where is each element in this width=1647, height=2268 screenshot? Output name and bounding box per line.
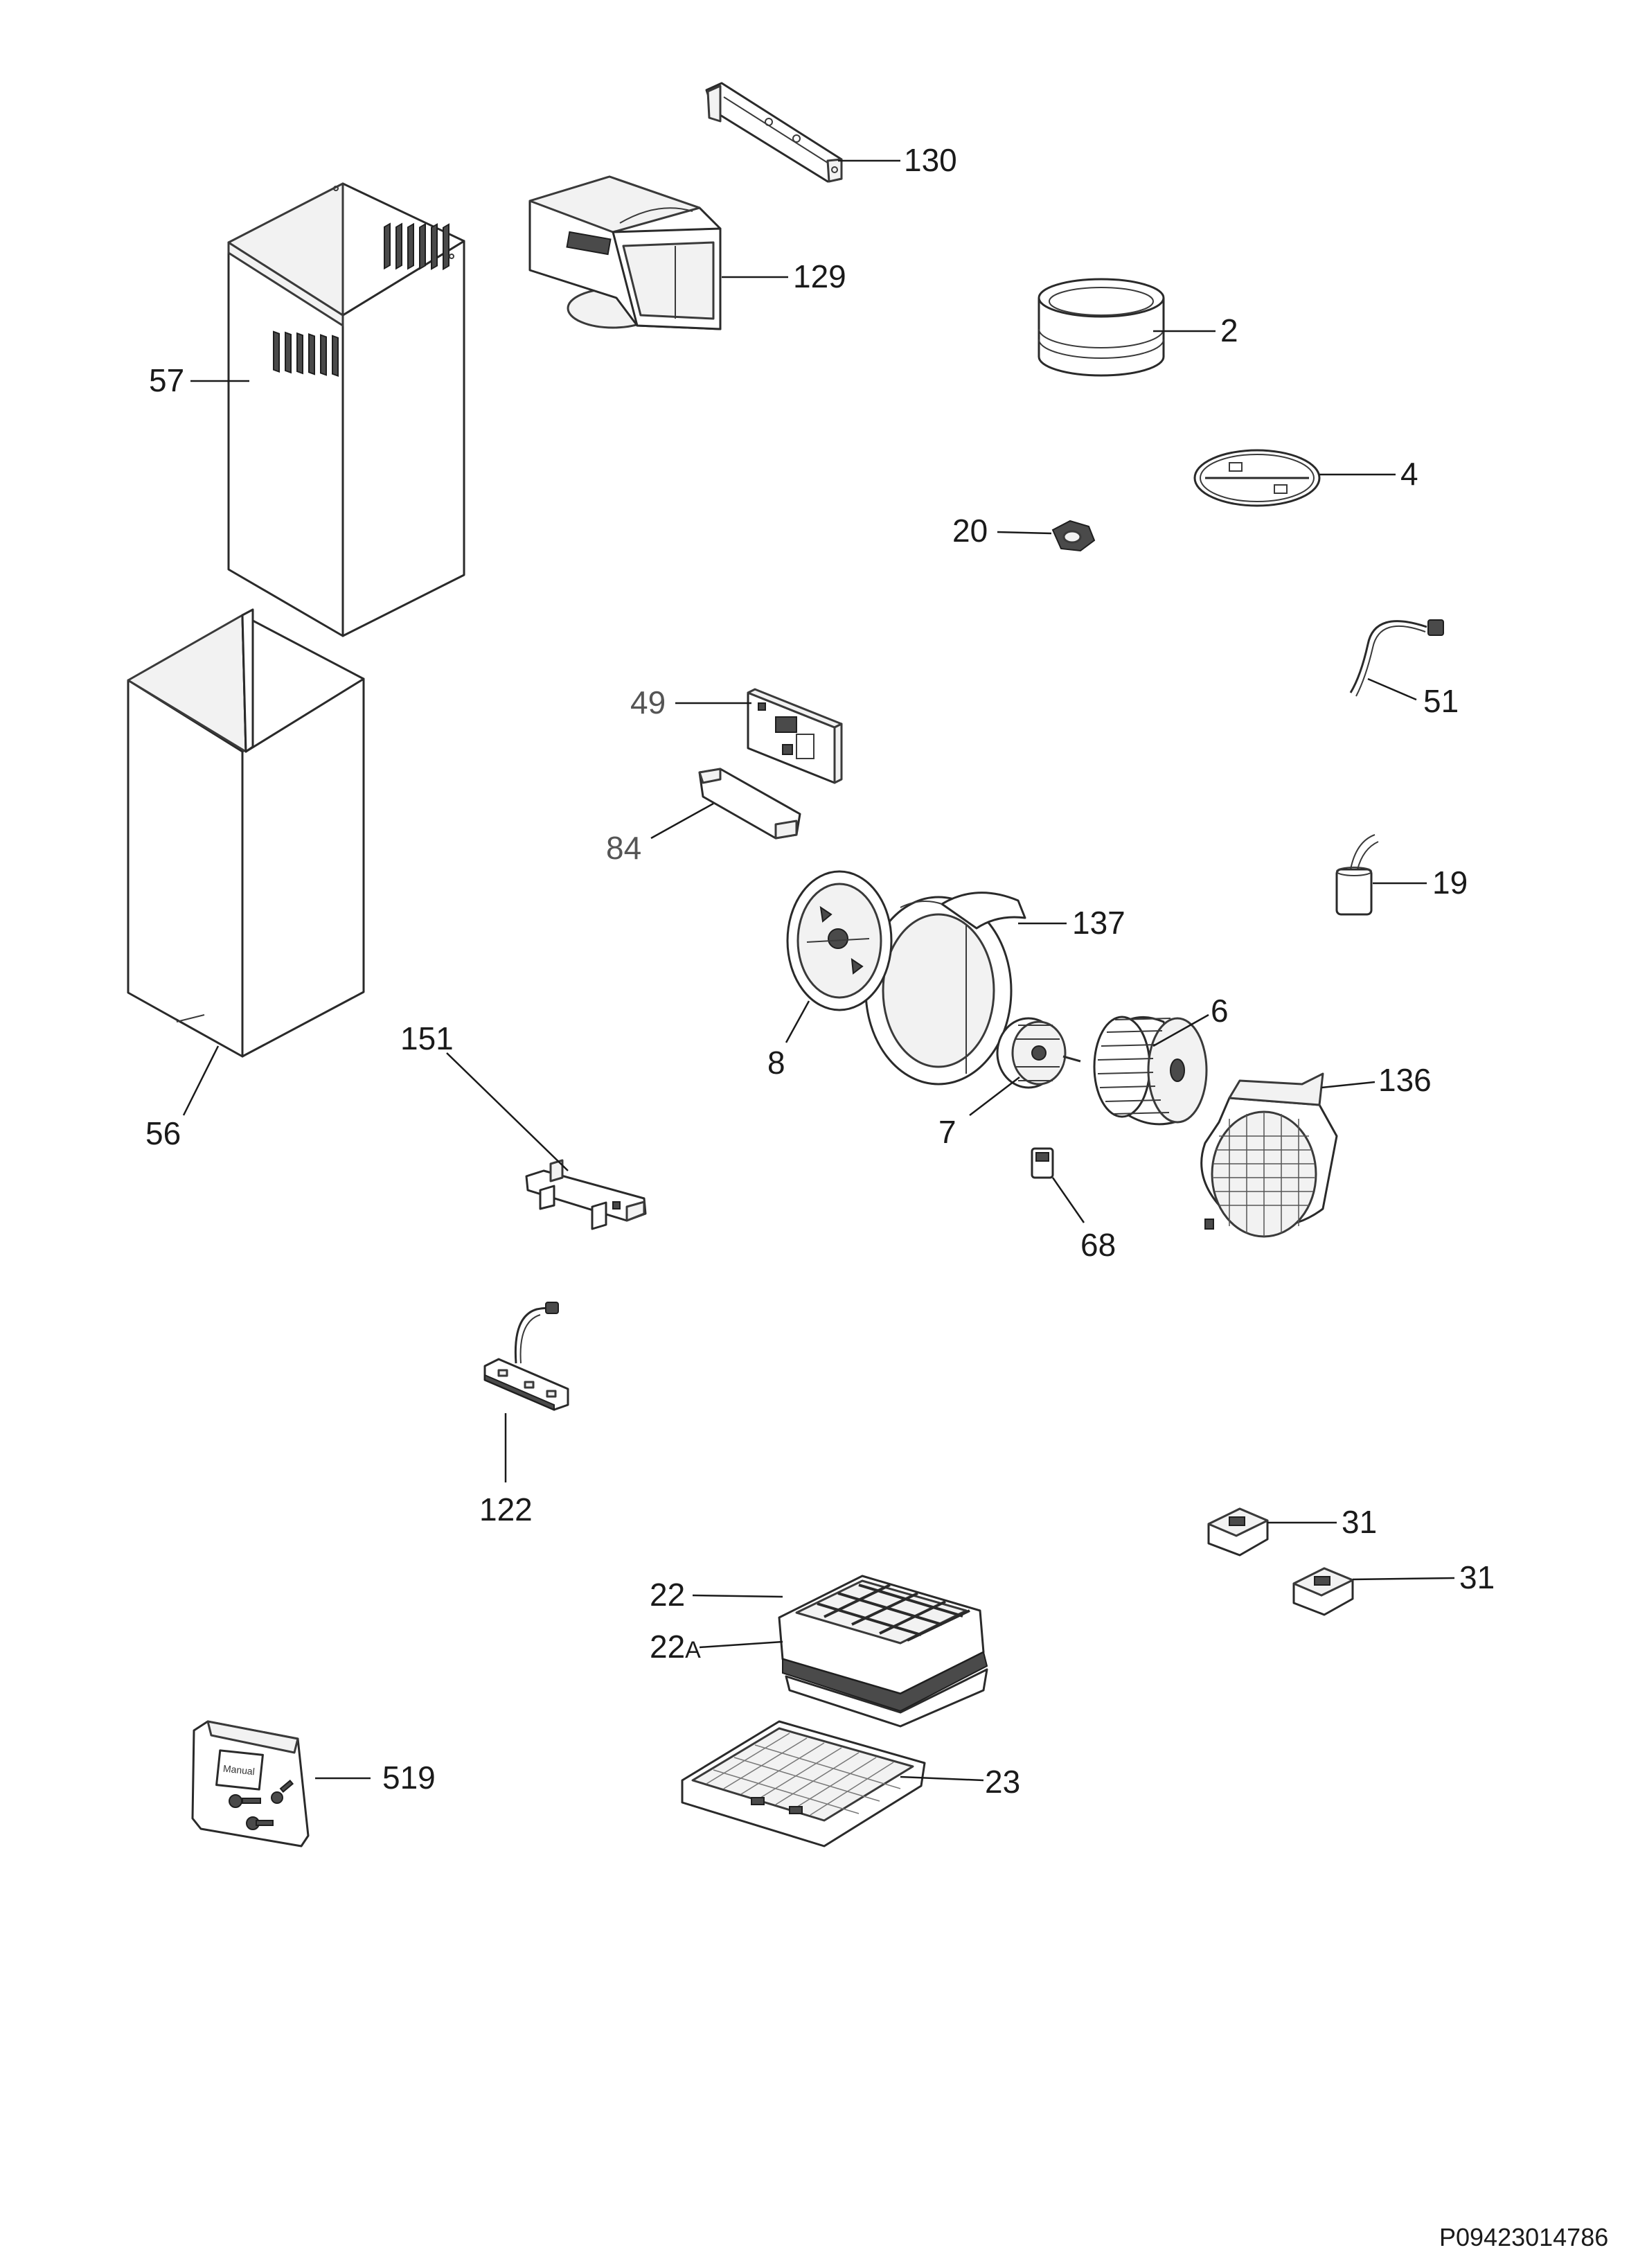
connector-icon <box>1031 1147 1054 1179</box>
manual-label: Manual <box>222 1763 255 1778</box>
callout-519: 519 <box>382 1760 436 1796</box>
grease-filter-icon <box>681 1720 926 1848</box>
callout-19: 19 <box>1432 865 1468 901</box>
callout-23: 23 <box>985 1764 1020 1800</box>
callout-31-lower: 31 <box>1459 1559 1495 1595</box>
callout-51: 51 <box>1423 683 1459 719</box>
callout-20: 20 <box>952 513 988 549</box>
carbon-filter-icon <box>778 1575 988 1728</box>
callout-122: 122 <box>479 1491 533 1527</box>
control-board-icon <box>747 688 843 784</box>
callout-22: 22 <box>650 1577 685 1613</box>
lamp-holder-icon <box>1051 520 1096 552</box>
capacitor-icon <box>1335 834 1379 916</box>
lower-chimney-cover-icon <box>127 608 365 1058</box>
outlet-flange-icon <box>1038 278 1165 377</box>
callout-136: 136 <box>1378 1062 1432 1098</box>
callout-84: 84 <box>606 830 641 866</box>
callout-57: 57 <box>149 362 184 398</box>
board-cover-icon <box>698 768 801 840</box>
callout-4: 4 <box>1400 456 1418 492</box>
control-switch-icon <box>483 1302 569 1411</box>
power-cable-icon <box>1349 619 1444 697</box>
motor-plate-icon <box>786 870 893 1011</box>
upper-chimney-cover-icon <box>227 182 465 637</box>
fan-impeller-icon <box>1093 1016 1208 1126</box>
callout-2: 2 <box>1220 312 1238 348</box>
callout-49: 49 <box>630 684 666 720</box>
callout-56: 56 <box>145 1115 181 1151</box>
motor-icon <box>996 1017 1081 1089</box>
non-return-valve-icon <box>1193 449 1321 507</box>
air-deflector-icon <box>528 175 722 330</box>
callout-31-upper: 31 <box>1342 1504 1377 1540</box>
fixing-clip-icon <box>1207 1507 1269 1557</box>
document-code: P09423014786 <box>1439 2223 1608 2251</box>
callout-7: 7 <box>938 1114 956 1150</box>
callout-68: 68 <box>1080 1227 1116 1263</box>
callout-151: 151 <box>400 1020 454 1056</box>
callout-6: 6 <box>1211 993 1229 1029</box>
callout-22a-suffix: A <box>685 1637 701 1663</box>
callout-129: 129 <box>793 258 846 294</box>
fixing-clip-icon <box>1292 1567 1354 1616</box>
callout-137: 137 <box>1072 905 1125 941</box>
mounting-bracket-icon <box>705 82 843 183</box>
fan-housing-front-icon <box>864 892 1026 1086</box>
fan-housing-rear-icon <box>1200 1072 1338 1238</box>
callout-8: 8 <box>767 1045 785 1081</box>
callout-22a-number: 22 <box>650 1629 685 1665</box>
callout-130: 130 <box>904 142 957 178</box>
filter-hinge-icon <box>525 1159 647 1230</box>
accessory-bag-icon: Manual <box>191 1720 310 1848</box>
callout-22a: 22A <box>650 1629 701 1665</box>
